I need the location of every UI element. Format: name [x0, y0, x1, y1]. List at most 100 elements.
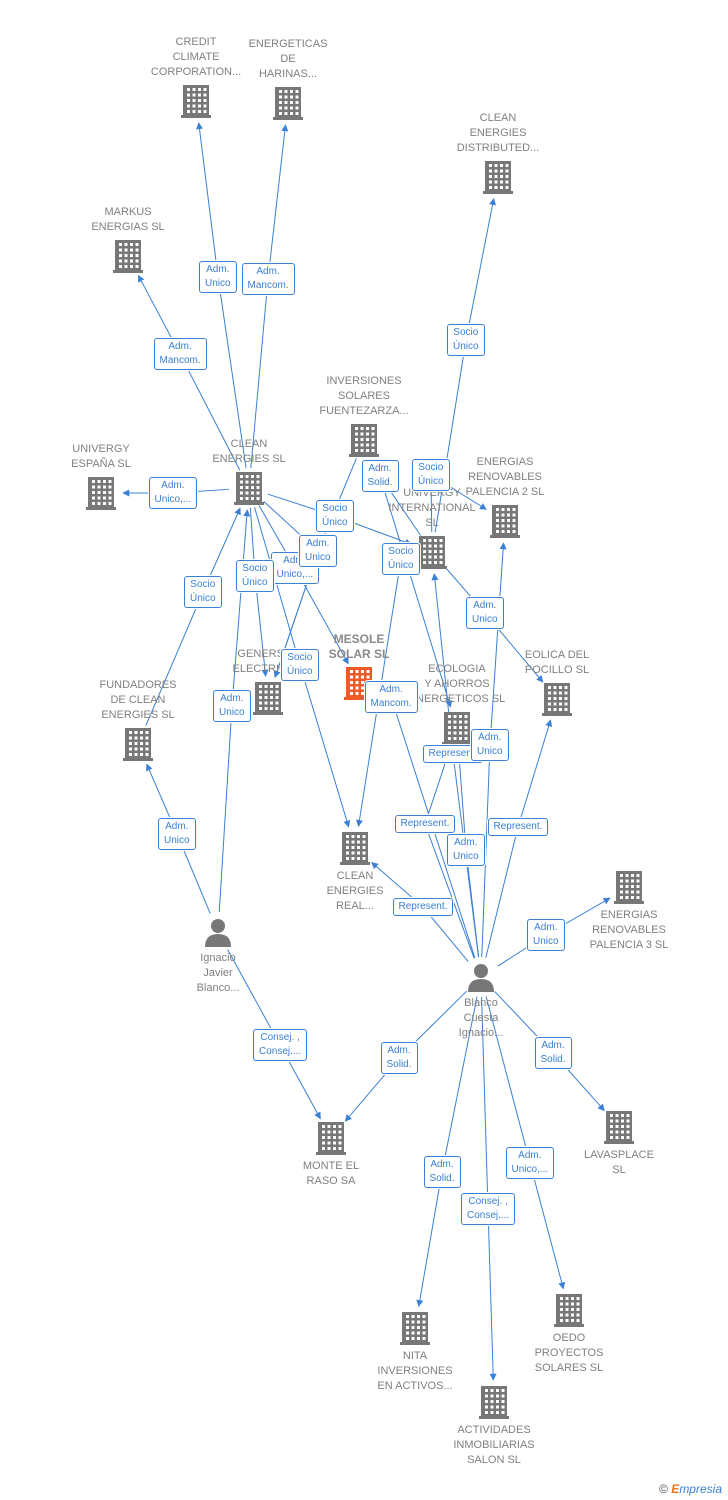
node-label: Ignacio Javier Blanco... — [196, 952, 240, 994]
node-label: FUNDADORES DE CLEAN ENERGIES SL — [99, 679, 177, 721]
relation-label[interactable]: Adm. Unico — [527, 919, 565, 951]
company-node[interactable]: INVERSIONES SOLARES FUENTEZARZA... — [294, 374, 434, 457]
building-icon — [234, 472, 264, 505]
building-icon — [340, 832, 370, 865]
relation-label[interactable]: Adm. Unico — [447, 834, 485, 866]
node-label: Blanco Cuesta Ignacio... — [458, 997, 504, 1039]
building-icon — [614, 871, 644, 904]
relation-label[interactable]: Adm. Unico — [213, 690, 251, 722]
relation-label[interactable]: Consej. , Consej.... — [461, 1193, 516, 1225]
node-label: MESOLE SOLAR SL — [328, 632, 390, 661]
building-icon — [400, 1312, 430, 1345]
building-icon — [483, 161, 513, 194]
relation-edge — [416, 996, 478, 1308]
building-icon — [349, 424, 379, 457]
node-label: CLEAN ENERGIES DISTRIBUTED... — [456, 112, 540, 154]
building-icon — [604, 1111, 634, 1144]
node-label: CREDIT CLIMATE CORPORATION... — [150, 36, 242, 78]
relation-label[interactable]: Adm. Unico — [466, 597, 504, 629]
person-icon — [205, 919, 231, 947]
building-icon — [542, 683, 572, 716]
building-icon — [113, 240, 143, 273]
relation-label[interactable]: Adm. Unico,... — [270, 552, 320, 584]
building-icon — [554, 1294, 584, 1327]
company-node[interactable]: LAVASPLACE SL — [549, 1110, 689, 1178]
company-node[interactable]: FUNDADORES DE CLEAN ENERGIES SL — [68, 678, 208, 761]
relation-label[interactable]: Adm. Mancom. — [364, 681, 418, 713]
relation-label[interactable]: Socio Único — [447, 324, 485, 356]
node-label: OEDO PROYECTOS SOLARES SL — [534, 1332, 604, 1374]
person-icon — [468, 964, 494, 992]
relation-label[interactable]: Represent. — [394, 815, 456, 833]
company-node[interactable]: ENERGETICAS DE HARINAS... — [218, 37, 358, 120]
building-icon — [273, 87, 303, 120]
relation-label[interactable]: Socio Único — [236, 560, 274, 592]
company-node[interactable]: MONTE EL RASO SA — [261, 1121, 401, 1189]
relation-label[interactable]: Socio Único — [281, 649, 319, 681]
company-node[interactable]: ENERGIAS RENOVABLES PALENCIA 2 SL — [435, 455, 575, 538]
relation-label[interactable]: Adm. Mancom. — [153, 338, 207, 370]
building-icon — [442, 712, 472, 745]
relation-label[interactable]: Socio Único — [316, 500, 354, 532]
relation-label[interactable]: Represent. — [487, 818, 549, 836]
node-label: MONTE EL RASO SA — [302, 1160, 360, 1187]
company-node[interactable]: MESOLE SOLAR SL — [289, 632, 429, 700]
relation-label[interactable]: Adm. Solid. — [380, 1042, 418, 1074]
brand-initial: E — [671, 1482, 680, 1496]
node-label: CLEAN ENERGIES REAL... — [326, 870, 384, 912]
company-node[interactable]: EOLICA DEL POCILLO SL — [487, 648, 627, 716]
node-label: ENERGIAS RENOVABLES PALENCIA 3 SL — [589, 909, 669, 951]
relation-label[interactable]: Adm. Solid. — [423, 1156, 461, 1188]
company-node[interactable]: CLEAN ENERGIES REAL... — [285, 831, 425, 914]
company-node[interactable]: NITA INVERSIONES EN ACTIVOS... — [345, 1311, 485, 1394]
relation-label[interactable]: Socio Único — [382, 543, 420, 575]
building-icon — [86, 477, 116, 510]
relation-label[interactable]: Adm. Unico — [471, 729, 509, 761]
person-node[interactable]: Blanco Cuesta Ignacio... — [411, 962, 551, 1041]
company-node[interactable]: ECOLOGIA Y AHORROS ENERGETICOS SL — [387, 662, 527, 745]
relation-label[interactable]: Socio Único — [184, 576, 222, 608]
copyright-symbol: © — [659, 1482, 668, 1496]
node-label: ENERGIAS RENOVABLES PALENCIA 2 SL — [465, 456, 545, 498]
building-icon — [417, 536, 447, 569]
relation-label[interactable]: Adm. Unico — [299, 535, 337, 567]
relation-label[interactable]: Adm. Mancom. — [241, 263, 295, 295]
node-label: UNIVERGY ESPAÑA SL — [71, 443, 131, 470]
footer-brand: © Empresia — [659, 1482, 722, 1496]
building-icon — [479, 1386, 509, 1419]
company-node[interactable]: ENERGIAS RENOVABLES PALENCIA 3 SL — [559, 870, 699, 953]
node-label: CLEAN ENERGIES SL — [212, 438, 286, 465]
relation-edge — [250, 124, 289, 469]
building-icon — [316, 1122, 346, 1155]
node-label: UNIVERGY INTERNATIONAL SL — [388, 487, 476, 529]
relation-edge — [196, 122, 247, 469]
node-label: MARKUS ENERGIAS SL — [91, 206, 165, 233]
company-node[interactable]: CLEAN ENERGIES DISTRIBUTED... — [428, 111, 568, 194]
relation-label[interactable]: Consej. , Consej.... — [253, 1029, 308, 1061]
building-icon — [123, 728, 153, 761]
relation-label[interactable]: Represent. — [392, 898, 454, 916]
company-node[interactable]: MARKUS ENERGIAS SL — [58, 205, 198, 273]
company-node[interactable]: OEDO PROYECTOS SOLARES SL — [499, 1293, 639, 1376]
building-icon — [181, 85, 211, 118]
relation-label[interactable]: Adm. Unico — [199, 261, 237, 293]
relation-label[interactable]: Adm. Unico,... — [505, 1147, 555, 1179]
relation-label[interactable]: Adm. Solid. — [534, 1037, 572, 1069]
building-icon — [253, 682, 283, 715]
relation-label[interactable]: Adm. Unico — [158, 818, 196, 850]
node-label: NITA INVERSIONES EN ACTIVOS... — [377, 1350, 453, 1392]
brand-name: mpresia — [679, 1482, 722, 1496]
building-icon — [490, 505, 520, 538]
company-node[interactable]: UNIVERGY ESPAÑA SL — [31, 442, 171, 510]
node-label: ECOLOGIA Y AHORROS ENERGETICOS SL — [408, 663, 506, 705]
company-node[interactable]: CLEAN ENERGIES SL — [179, 437, 319, 505]
relation-label[interactable]: Adm. Solid. — [361, 460, 399, 492]
person-node[interactable]: Ignacio Javier Blanco... — [148, 917, 288, 996]
relation-label[interactable]: Adm. Unico,... — [148, 477, 198, 509]
company-node[interactable]: ACTIVIDADES INMOBILIARIAS SALON SL — [424, 1385, 564, 1468]
node-label: ACTIVIDADES INMOBILIARIAS SALON SL — [453, 1424, 535, 1466]
company-node[interactable]: CREDIT CLIMATE CORPORATION... — [126, 35, 266, 118]
relation-label[interactable]: Socio Único — [412, 459, 450, 491]
node-label: INVERSIONES SOLARES FUENTEZARZA... — [319, 375, 409, 417]
